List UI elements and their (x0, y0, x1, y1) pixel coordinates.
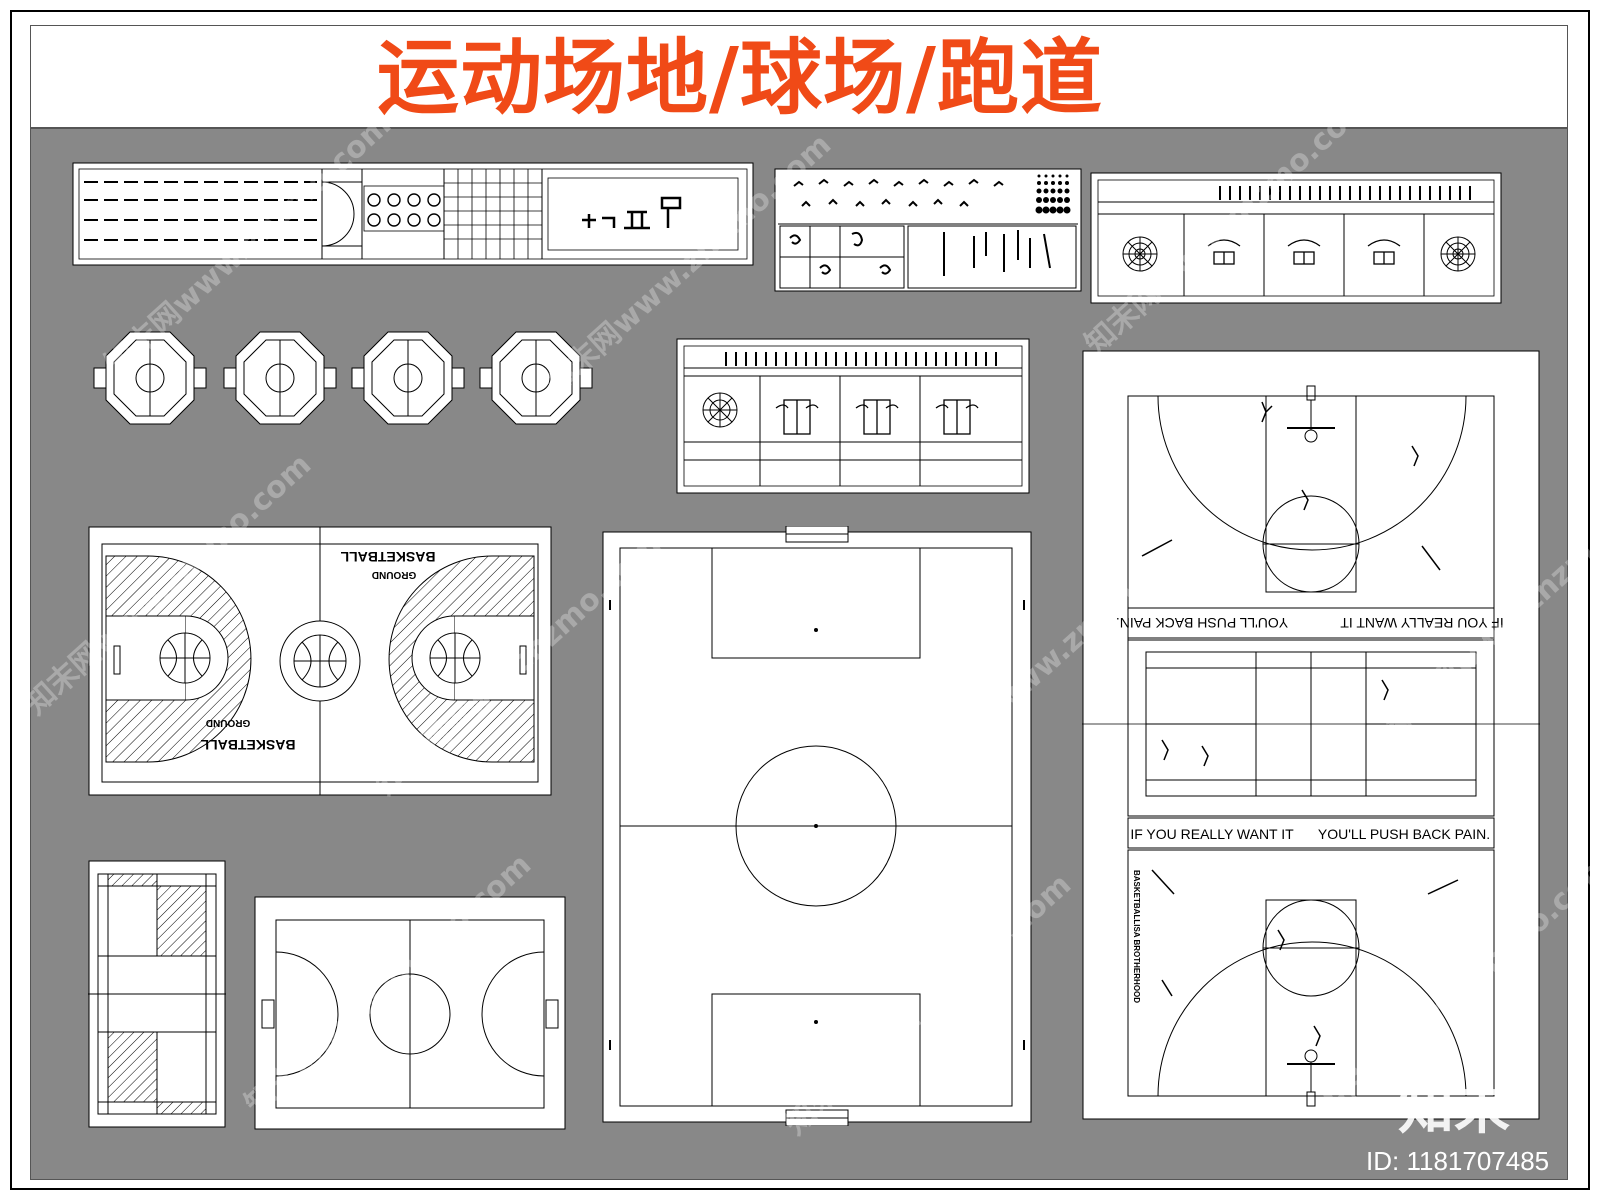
side-text: BASKETBALLISA BROTHERHOOD (1132, 870, 1141, 1003)
title-bar: 运动场地/球场/跑道 (30, 25, 1568, 128)
octagon-court (479, 331, 593, 425)
track-strip-panel (72, 162, 754, 266)
page-title: 运动场地/球场/跑道 (377, 31, 1103, 126)
futsal-court (254, 896, 566, 1130)
brand-logo: 知末 (1398, 1077, 1510, 1142)
octagon-courts-row (93, 331, 593, 425)
octagon-court (93, 331, 207, 425)
court-text-bottom: BASKETBALL (200, 737, 295, 753)
soccer-field (602, 526, 1032, 1126)
court-text-top-sub: GROUND (372, 569, 416, 580)
octagon-court (351, 331, 465, 425)
court-text-top: BASKETBALL (340, 549, 435, 565)
combo-court: IF YOU REALLY WANT IT YOU'LL PUSH BACK P… (1082, 350, 1540, 1120)
image-id: ID: 1181707485 (1366, 1146, 1550, 1176)
slogan-bottom-right: YOU'LL PUSH BACK PAIN. (1318, 826, 1490, 842)
equipment-panel-large (1090, 172, 1502, 304)
octagon-court (223, 331, 337, 425)
court-text-bottom-sub: GROUND (206, 717, 250, 728)
slogan-top-left: IF YOU REALLY WANT IT (1340, 615, 1504, 631)
basketball-icon (159, 632, 481, 688)
figures-panel (774, 168, 1082, 292)
slogan-top-right: YOU'LL PUSH BACK PAIN. (1116, 615, 1288, 631)
equipment-panel-small (676, 338, 1030, 494)
slogan-bottom-left: IF YOU REALLY WANT IT (1130, 826, 1294, 842)
badminton-court (88, 860, 226, 1128)
basketball-court: BASKETBALL GROUND BASKETBALL GROUND (88, 526, 552, 796)
